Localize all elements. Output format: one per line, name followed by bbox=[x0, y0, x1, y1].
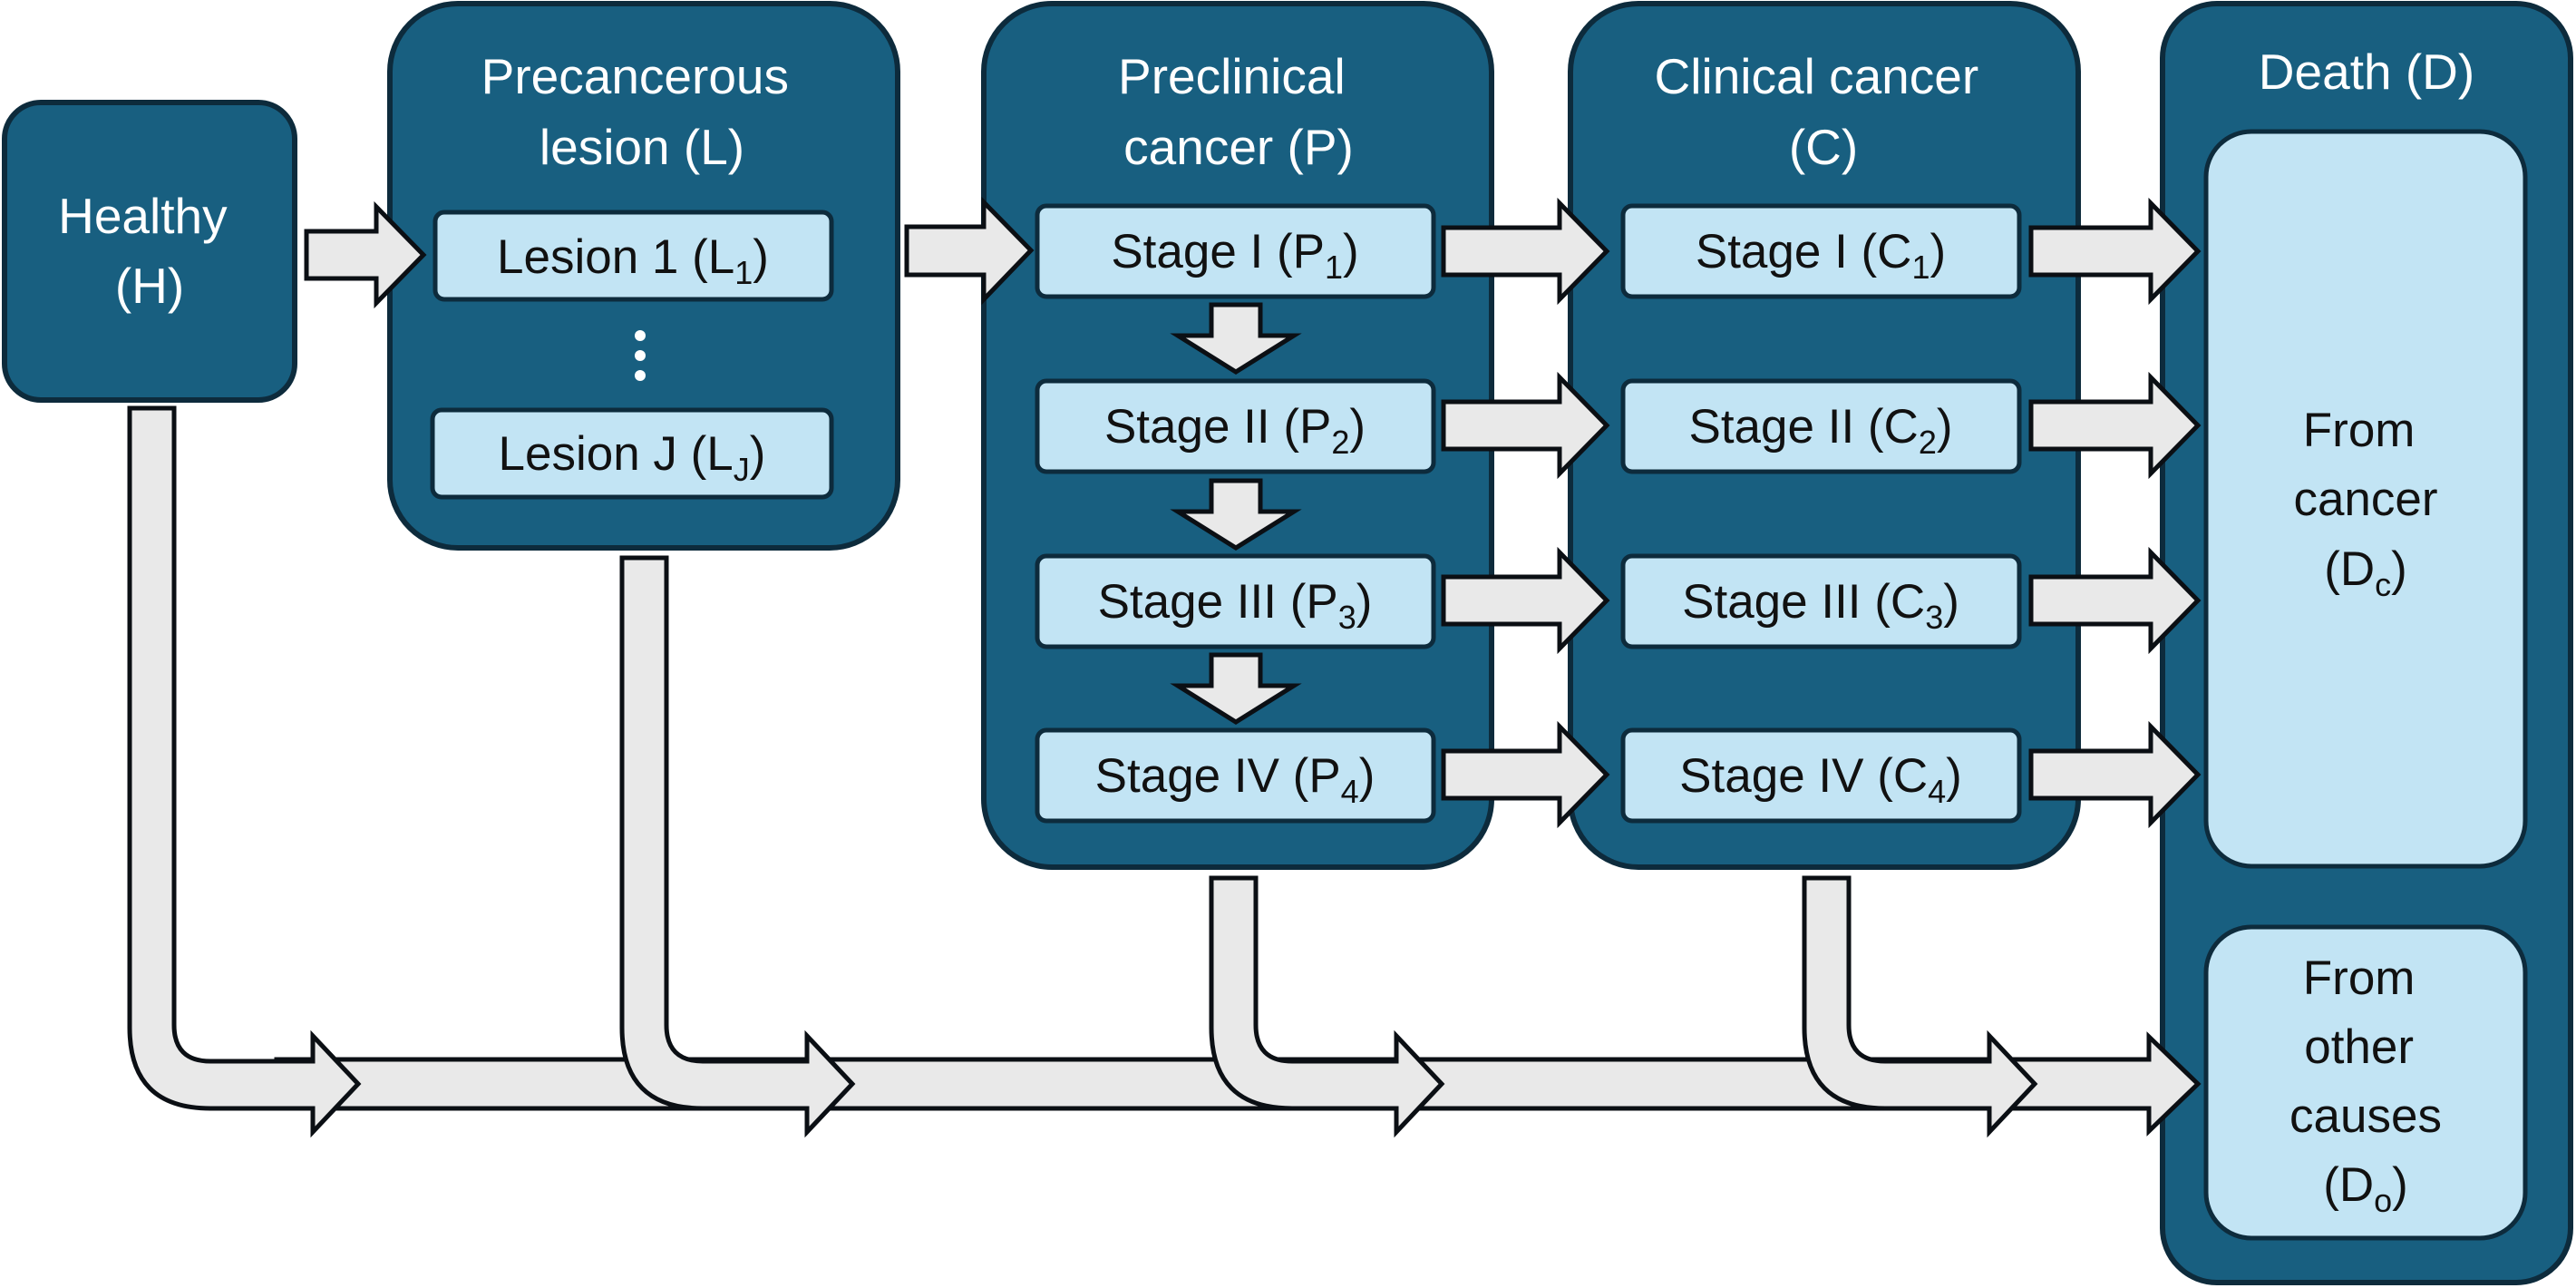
clinical-stage-4-box bbox=[1620, 727, 2022, 824]
lesion-j-box bbox=[430, 407, 834, 500]
precancerous-lesion-title: Precancerous lesion (L) bbox=[481, 48, 803, 175]
preclinical-stage-4-box bbox=[1035, 727, 1436, 824]
preclinical-stage-3-box bbox=[1035, 553, 1436, 649]
death-from-other-causes-box bbox=[2203, 924, 2528, 1241]
arrow-c3-to-death bbox=[2028, 546, 2202, 655]
healthy-title: Healthy (H) bbox=[58, 188, 241, 314]
clinical-stage-2-box bbox=[1620, 378, 2022, 474]
lesion-1-box bbox=[433, 210, 834, 302]
death-from-cancer-box bbox=[2203, 129, 2528, 869]
arrow-p3-to-c3 bbox=[1441, 546, 1610, 655]
arrow-p2-to-c2 bbox=[1441, 371, 1610, 480]
clinical-stage-3-box bbox=[1620, 553, 2022, 649]
arrow-lesion-down bbox=[619, 555, 856, 1138]
preclinical-stage-2-box bbox=[1035, 378, 1436, 474]
ellipsis-dots bbox=[635, 330, 646, 381]
arrow-healthy-down bbox=[127, 405, 362, 1138]
arrow-p2-to-p3 bbox=[1170, 478, 1302, 551]
death-from-other-causes-symbol: (Do) bbox=[2323, 1158, 2408, 1219]
lesion-j-label: Lesion J (LJ) bbox=[499, 427, 766, 488]
arrow-healthy-to-lesion bbox=[304, 200, 427, 309]
arrow-p1-to-c1 bbox=[1441, 197, 1610, 306]
death-from-other-causes-label: From other causes bbox=[2289, 951, 2442, 1143]
arrow-c1-to-death bbox=[2028, 197, 2202, 306]
clinical-stage-4-label: Stage IV (C4) bbox=[1679, 749, 1962, 810]
arrow-preclinical-down bbox=[1209, 875, 1445, 1138]
death-title: Death (D) bbox=[2259, 44, 2474, 100]
arrow-p3-to-p4 bbox=[1170, 652, 1302, 725]
arrow-lesion-to-preclinical bbox=[904, 196, 1035, 306]
preclinical-cancer-title: Preclinical cancer (P) bbox=[1118, 48, 1359, 175]
clinical-stage-2-label: Stage II (C2) bbox=[1688, 400, 1952, 461]
preclinical-stage-2-label: Stage II (P2) bbox=[1104, 400, 1366, 461]
clinical-cancer-title: Clinical cancer (C) bbox=[1655, 48, 1993, 175]
clinical-stage-3-label: Stage III (C3) bbox=[1682, 575, 1959, 636]
clinical-stage-1-label: Stage I (C1) bbox=[1696, 225, 1946, 286]
death-from-cancer-label: From cancer bbox=[2293, 404, 2437, 526]
preclinical-stage-1-box bbox=[1035, 203, 1436, 299]
preclinical-stage-1-label: Stage I (P1) bbox=[1111, 225, 1358, 286]
arrow-clinical-down bbox=[1802, 875, 2038, 1138]
arrow-p1-to-p2 bbox=[1170, 302, 1302, 375]
arrow-p4-to-c4 bbox=[1441, 720, 1610, 829]
healthy-box bbox=[2, 100, 297, 403]
preclinical-stage-3-label: Stage III (P3) bbox=[1098, 575, 1373, 636]
clinical-stage-1-box bbox=[1620, 203, 2022, 299]
death-from-cancer-symbol: (Dc) bbox=[2324, 542, 2407, 603]
lesion-1-label: Lesion 1 (L1) bbox=[497, 230, 769, 291]
arrow-c4-to-death bbox=[2028, 720, 2202, 829]
arrow-c2-to-death bbox=[2028, 371, 2202, 480]
preclinical-stage-4-label: Stage IV (P4) bbox=[1095, 749, 1375, 810]
